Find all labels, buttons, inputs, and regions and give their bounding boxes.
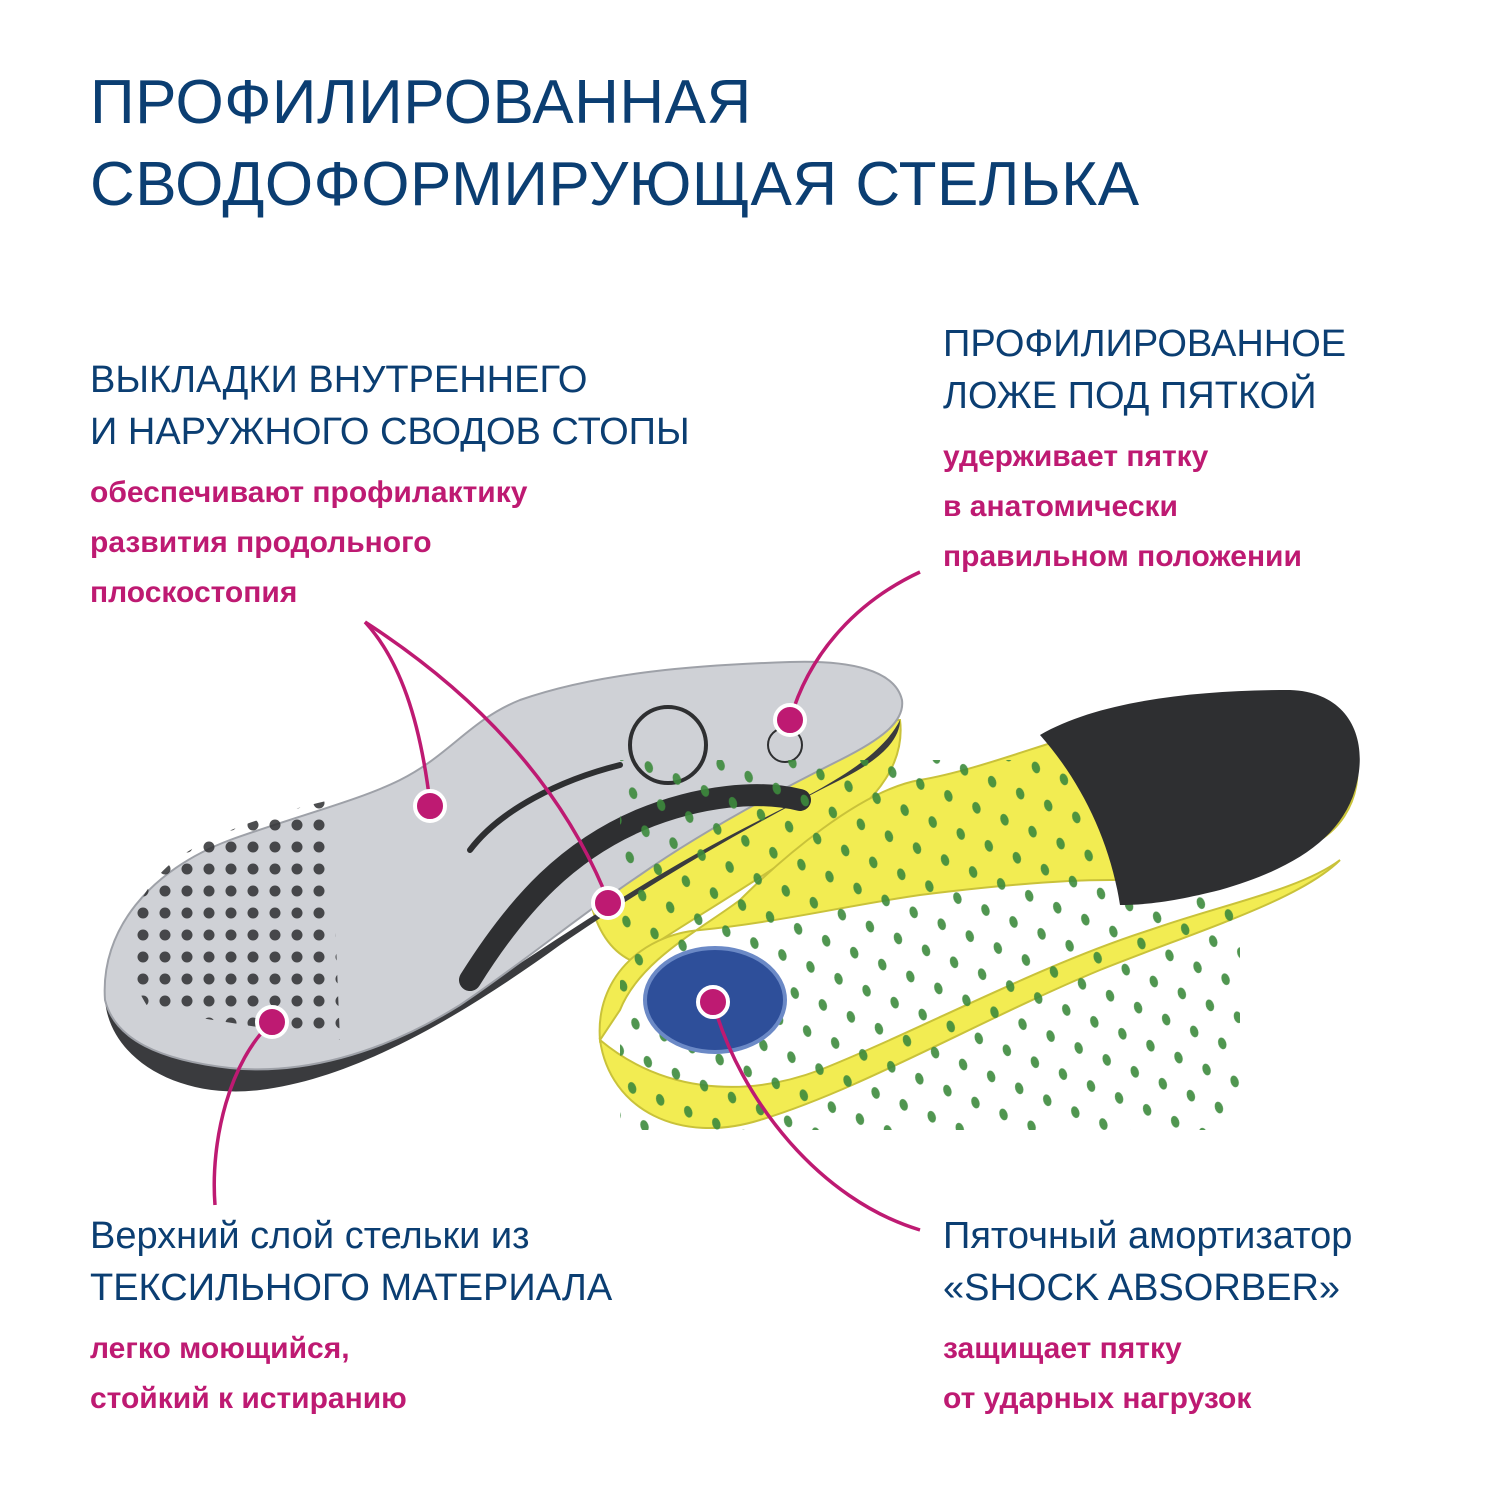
title-line-2: СВОДОФОРМИРУЮЩАЯ СТЕЛЬКА <box>90 150 1140 219</box>
callout-dot-heel-bed <box>773 703 807 737</box>
callout-dot-arches-outer <box>591 886 625 920</box>
left-insole-swoosh-2 <box>467 762 623 853</box>
callout-top-layer-description: легко моющийся, стойкий к истиранию <box>90 1332 407 1415</box>
left-insole-dots <box>129 800 340 1040</box>
title-line-1: ПРОФИЛИРОВАННАЯ <box>90 68 752 137</box>
callout-shock-absorber-description: защищает пятку от ударных нагрузок <box>943 1332 1252 1415</box>
leader-line-arches-outer <box>364 620 610 901</box>
callout-shock-absorber: Пяточный амортизатор «SHOCK ABSORBER» за… <box>943 1210 1352 1424</box>
callout-shock-absorber-heading: Пяточный амортизатор «SHOCK ABSORBER» <box>943 1215 1353 1309</box>
callout-top-layer-heading: Верхний слой стельки из ТЕКСИЛЬНОГО МАТЕ… <box>90 1215 613 1309</box>
callout-arches-description: обеспечивают профилактику развития продо… <box>90 476 528 609</box>
callout-dot-top-layer <box>255 1005 289 1039</box>
leader-line-heel-bed <box>788 570 921 721</box>
right-insole-forefoot-pad <box>1040 690 1360 905</box>
leader-line-shock-absorber <box>711 1001 921 1232</box>
callout-dot-arches-inner <box>413 789 447 823</box>
page-title: ПРОФИЛИРОВАННАЯ СВОДОФОРМИРУЮЩАЯ СТЕЛЬКА <box>90 62 1140 226</box>
callout-arches: ВЫКЛАДКИ ВНУТРЕННЕГО И НАРУЖНОГО СВОДОВ … <box>90 354 690 618</box>
callout-heel-bed: ПРОФИЛИРОВАННОЕ ЛОЖЕ ПОД ПЯТКОЙ удержива… <box>943 318 1346 582</box>
callout-heel-bed-description: удерживает пятку в анатомически правильн… <box>943 440 1302 573</box>
callout-heel-bed-heading: ПРОФИЛИРОВАННОЕ ЛОЖЕ ПОД ПЯТКОЙ <box>943 323 1347 417</box>
callout-arches-heading: ВЫКЛАДКИ ВНУТРЕННЕГО И НАРУЖНОГО СВОДОВ … <box>90 359 690 453</box>
leader-line-top-layer <box>212 1020 274 1206</box>
callout-dot-shock-absorber <box>696 985 730 1019</box>
callout-top-layer: Верхний слой стельки из ТЕКСИЛЬНОГО МАТЕ… <box>90 1210 612 1424</box>
leader-line-arches-inner <box>363 620 432 804</box>
